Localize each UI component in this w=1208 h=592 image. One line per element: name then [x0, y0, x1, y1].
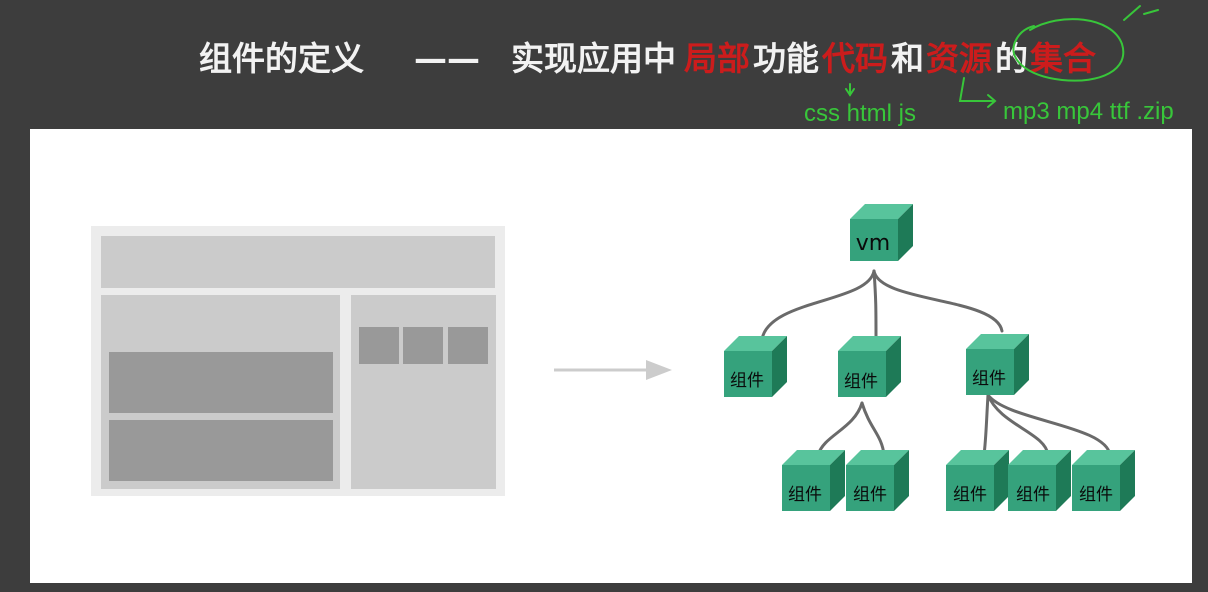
title-segment: 的: [995, 39, 1028, 78]
title-highlight: 局部: [684, 39, 750, 78]
component-cube: [1008, 450, 1071, 511]
tree-edge: [872, 269, 1004, 333]
tree-edge: [986, 393, 1050, 457]
resource-annotation: mp3 mp4 ttf .zip: [1003, 98, 1174, 125]
tree-edge: [860, 401, 886, 457]
transform-arrow: [554, 360, 672, 380]
diagram-panel: vm 组件 组件 组件 组件 组件 组件 组件 组件: [30, 129, 1192, 583]
wireframe-tile: [359, 327, 399, 364]
cube-label-component: 组件: [788, 485, 822, 505]
wireframe-block: [109, 352, 333, 413]
component-tree: [724, 204, 1135, 511]
wireframe-tile: [403, 327, 443, 364]
cube-label-component: 组件: [844, 372, 878, 392]
arrow-stroke: [958, 77, 994, 102]
wireframe-block: [109, 420, 333, 481]
component-cube: [838, 336, 901, 397]
wireframe-header: [101, 236, 495, 288]
cube-label-vm: vm: [855, 231, 891, 256]
component-cube: [1072, 450, 1135, 511]
component-cube: [946, 450, 1009, 511]
cube-label-component: 组件: [1016, 485, 1050, 505]
component-cube: [724, 336, 787, 397]
title-segment: ——: [414, 39, 480, 78]
tree-edge: [986, 393, 1112, 457]
component-cube: [782, 450, 845, 511]
tree-edge: [816, 401, 864, 457]
cube-label-component: 组件: [730, 371, 764, 391]
tree-edge: [982, 393, 990, 457]
title-segment: 实现应用中: [511, 39, 676, 78]
tree-edge: [872, 269, 878, 341]
arrow-head: [987, 94, 997, 108]
tree-edge: [760, 269, 876, 341]
vm-cube: [850, 204, 913, 261]
title-segment: 和: [891, 39, 924, 78]
cube-label-component: 组件: [1079, 485, 1113, 505]
arrow-down-stroke: [845, 88, 855, 97]
cube-label-component: 组件: [972, 369, 1006, 389]
component-cube: [846, 450, 909, 511]
pen-stroke: [1123, 5, 1141, 21]
handwriting-annotations: [845, 5, 1159, 108]
circle-stroke: [1012, 18, 1125, 82]
cube-label-component: 组件: [853, 485, 887, 505]
slide-title: 组件的定义 —— 实现应用中 局部 功能 代码 和 资源 的 集合: [0, 34, 1208, 84]
title-segment: 组件的定义: [199, 39, 364, 78]
title-highlight: 集合: [1030, 39, 1096, 78]
component-cube: [966, 334, 1029, 395]
cube-label-component: 组件: [953, 485, 987, 505]
pen-stroke: [1143, 9, 1159, 15]
title-segment: 功能: [753, 39, 819, 78]
wireframe-sidebar: [351, 295, 496, 489]
code-annotation: css html js: [804, 100, 917, 127]
wireframe-tile: [448, 327, 488, 364]
title-highlight: 资源: [926, 39, 992, 78]
title-highlight: 代码: [822, 39, 888, 78]
